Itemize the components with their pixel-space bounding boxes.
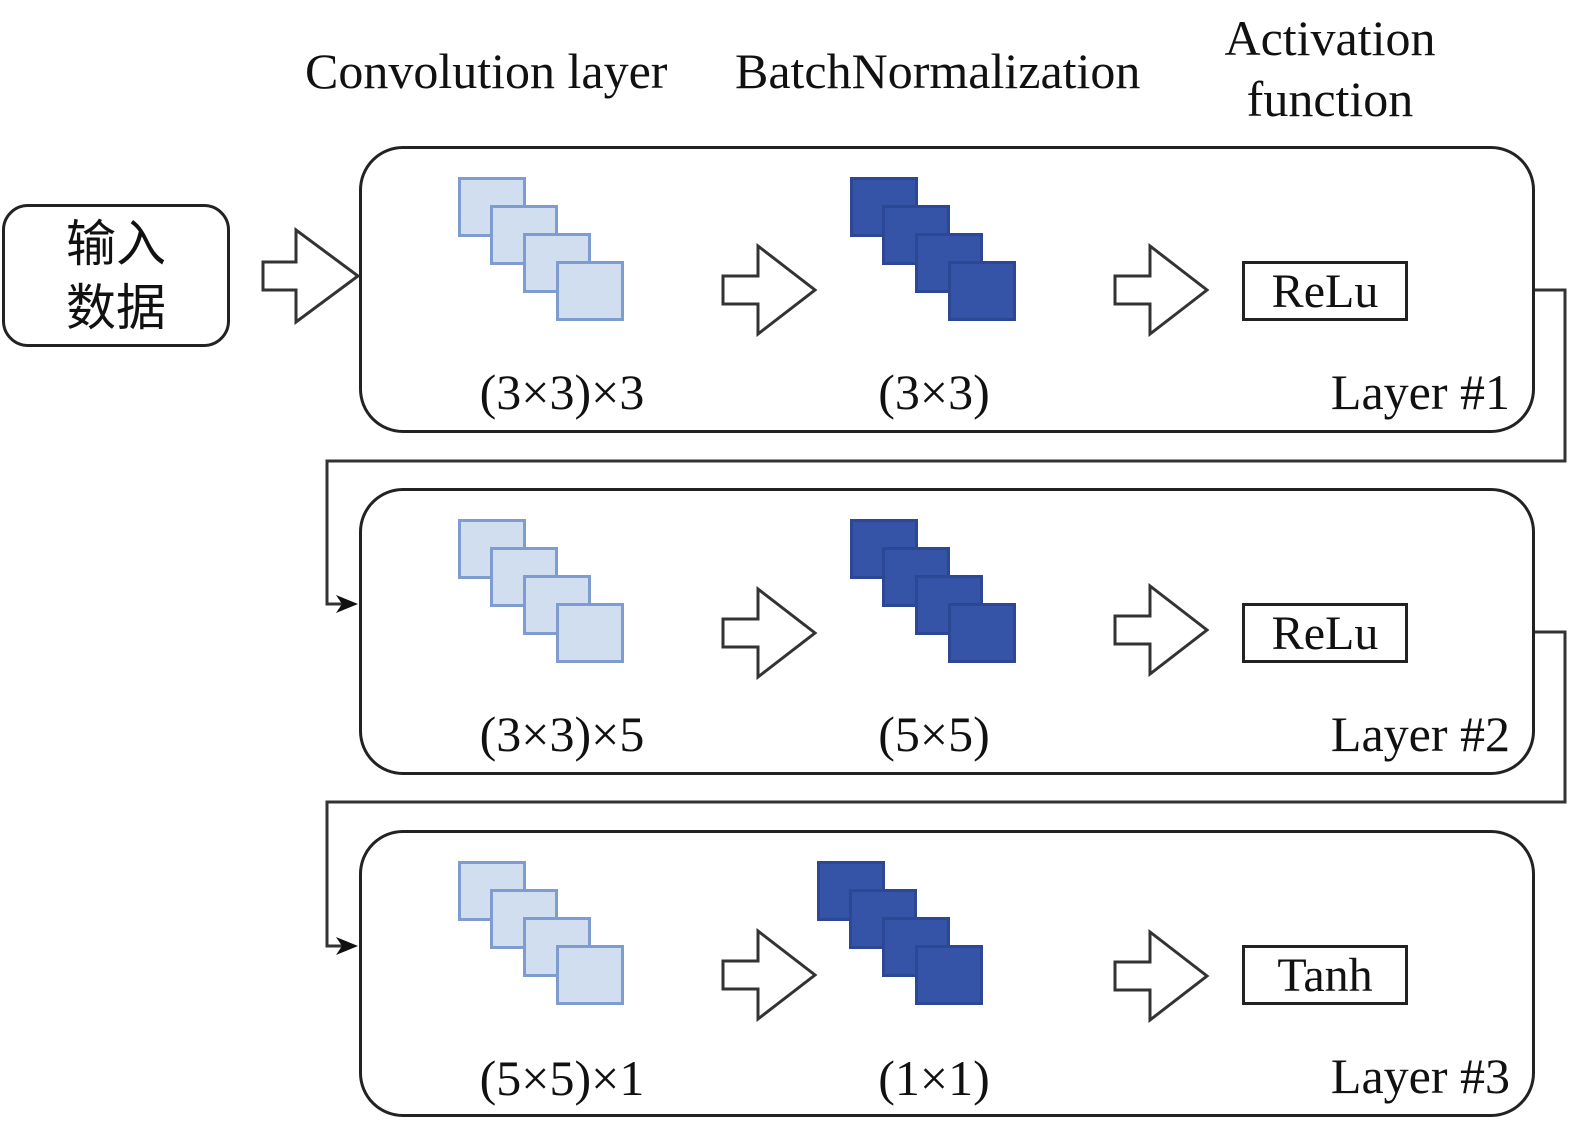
bn-size-label: (3×3) (878, 364, 990, 420)
flow-arrow-icon (1113, 243, 1210, 337)
flow-arrow-icon (1113, 583, 1210, 677)
flow-arrow-icon (721, 243, 818, 337)
conv-filter-stack-icon (458, 177, 624, 325)
layer-3-box: Tanh (5×5)×1 (1×1) Layer #3 (359, 830, 1535, 1117)
activation-box: Tanh (1242, 945, 1408, 1005)
conv-size-label: (3×3)×3 (479, 364, 645, 420)
header-batch-normalization: BatchNormalization (735, 43, 1141, 99)
layer-name: Layer #2 (1330, 706, 1510, 762)
flow-arrow-icon (721, 928, 818, 1022)
conv-size-label: (5×5)×1 (479, 1050, 645, 1106)
activation-box: ReLu (1242, 261, 1408, 321)
connector-arrowhead-layer3-icon (336, 937, 358, 955)
layer-name: Layer #3 (1330, 1048, 1510, 1104)
input-arrow-icon (261, 227, 361, 325)
connector-layer1-to-layer2 (325, 288, 1567, 606)
bn-size-label: (5×5) (878, 706, 990, 762)
batchnorm-stack-icon (850, 177, 1016, 325)
conv-filter-stack-icon (458, 519, 624, 667)
flow-arrow-icon (1113, 929, 1210, 1023)
batchnorm-stack-icon (850, 519, 1016, 667)
conv-filter-stack-icon (458, 861, 624, 1009)
bn-size-label: (1×1) (878, 1050, 990, 1106)
conv-size-label: (3×3)×5 (479, 706, 645, 762)
header-convolution-layer: Convolution layer (305, 43, 668, 99)
connector-arrowhead-layer2-icon (336, 595, 358, 613)
input-data-box: 输入数据 (2, 204, 230, 347)
batchnorm-stack-icon (817, 861, 983, 1009)
input-data-label: 输入数据 (66, 214, 166, 337)
layer-name: Layer #1 (1330, 364, 1510, 420)
flow-arrow-icon (721, 586, 818, 680)
layer-1-box: ReLu (3×3)×3 (3×3) Layer #1 (359, 146, 1535, 433)
activation-box: ReLu (1242, 603, 1408, 663)
header-activation-function: Activation function (1224, 10, 1436, 127)
connector-layer2-to-layer3 (325, 630, 1567, 948)
layer-2-box: ReLu (3×3)×5 (5×5) Layer #2 (359, 488, 1535, 775)
